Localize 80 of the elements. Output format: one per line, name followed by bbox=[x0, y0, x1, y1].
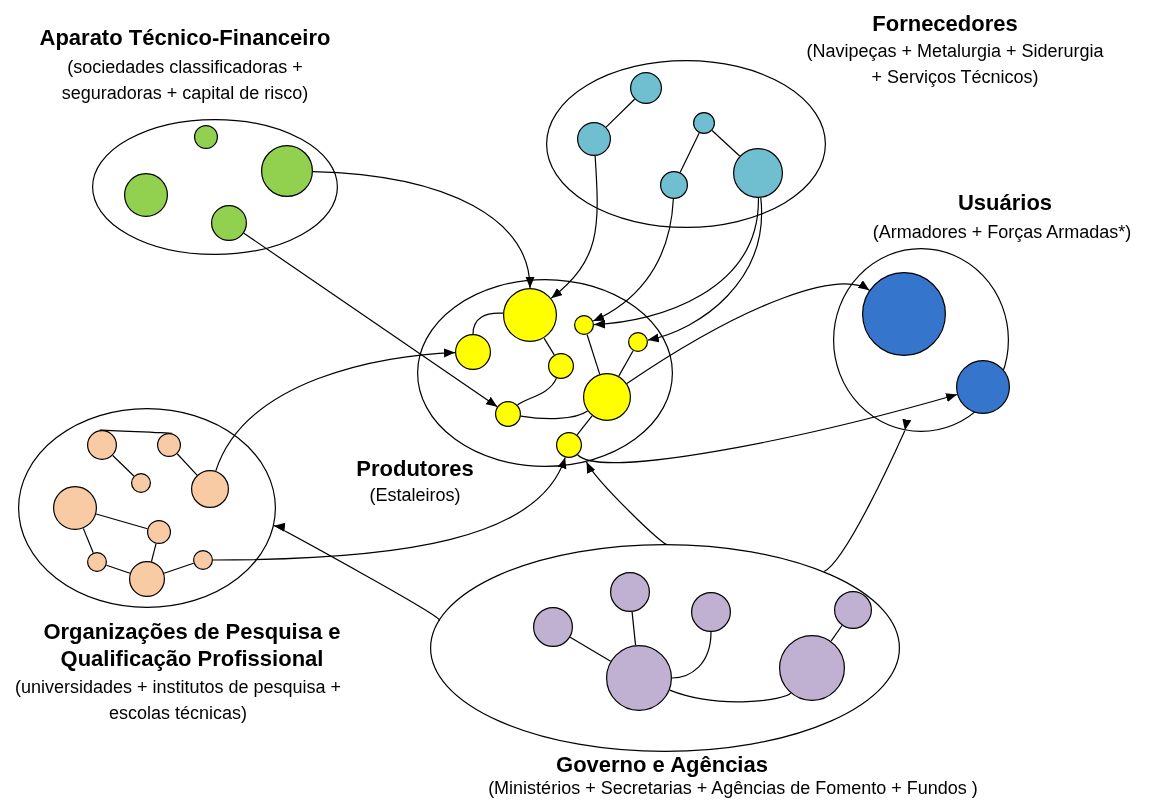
circle-node bbox=[606, 645, 672, 711]
circle-node bbox=[191, 470, 229, 508]
connector-line bbox=[631, 611, 637, 646]
arrow bbox=[626, 281, 870, 385]
group-heading: Produtores bbox=[355, 455, 475, 482]
group-description: (Ministérios + Secretarias + Agências de Fomento + Fundos ) bbox=[487, 777, 979, 799]
connector-line bbox=[472, 312, 504, 335]
circle-node bbox=[691, 592, 731, 632]
circle-node bbox=[610, 572, 650, 612]
connector-line bbox=[618, 350, 634, 377]
arrow bbox=[243, 232, 498, 408]
group-description: (Navipeças + Metalurgia + Siderurgia + Serviços Técnicos) bbox=[805, 40, 1105, 89]
circle-node bbox=[131, 473, 151, 493]
group-heading: Usuários bbox=[956, 189, 1054, 216]
arrow bbox=[647, 197, 763, 342]
circle-node bbox=[261, 145, 313, 197]
connector-line bbox=[82, 527, 94, 554]
circle-node bbox=[495, 401, 521, 427]
arrow bbox=[312, 171, 534, 289]
connector-line bbox=[830, 624, 843, 642]
arrow bbox=[212, 456, 566, 561]
circle-node bbox=[834, 591, 872, 629]
circle-node bbox=[503, 288, 557, 342]
circle-node bbox=[733, 148, 783, 198]
arrow bbox=[550, 155, 598, 299]
connector-line bbox=[605, 98, 636, 128]
circle-node bbox=[548, 353, 574, 379]
circle-node bbox=[194, 125, 218, 149]
circle-node bbox=[779, 635, 845, 701]
circle-node bbox=[583, 373, 631, 421]
connector-line bbox=[112, 454, 135, 477]
connector-line bbox=[671, 631, 712, 679]
connector-line bbox=[95, 513, 149, 530]
connector-line bbox=[150, 543, 157, 563]
connector-line bbox=[163, 562, 195, 574]
connector-line bbox=[576, 415, 593, 436]
group-heading: Governo e Agências bbox=[555, 751, 769, 778]
circle-node bbox=[147, 520, 171, 544]
circle-node bbox=[956, 360, 1010, 414]
arrow bbox=[585, 461, 668, 545]
circle-node bbox=[455, 334, 491, 370]
circle-node bbox=[129, 561, 165, 597]
group-description: (Estaleiros) bbox=[368, 484, 462, 507]
connector-line bbox=[569, 636, 612, 662]
connector-line bbox=[516, 377, 557, 406]
circle-node bbox=[533, 607, 573, 647]
circle-node bbox=[124, 173, 168, 217]
arrow bbox=[577, 393, 958, 463]
circle-node bbox=[574, 315, 594, 335]
group-description: (sociedades classificadoras + seguradoras + capital de risco) bbox=[60, 56, 310, 105]
arrow bbox=[592, 198, 674, 322]
connector-line bbox=[711, 129, 741, 157]
arrow bbox=[273, 525, 440, 621]
arrow bbox=[593, 197, 760, 329]
circle-node bbox=[193, 550, 213, 570]
connector-line bbox=[543, 337, 555, 356]
connector-line bbox=[520, 410, 589, 420]
circle-node bbox=[660, 171, 688, 199]
arrow bbox=[215, 348, 456, 472]
circle-node bbox=[87, 552, 107, 572]
group-heading: Organizações de Pesquisa e Qualificação Profissional bbox=[42, 618, 342, 672]
circle-node bbox=[157, 433, 181, 457]
group-description: (universidades + institutos de pesquisa + escolas técnicas) bbox=[13, 676, 343, 725]
circle-node bbox=[556, 432, 582, 458]
connector-line bbox=[669, 689, 792, 703]
group-heading: Aparato Técnico-Financeiro bbox=[38, 24, 332, 51]
circle-node bbox=[577, 122, 611, 156]
connector-line bbox=[176, 453, 198, 476]
circle-node bbox=[211, 205, 247, 241]
circle-node bbox=[630, 72, 662, 104]
connector-line bbox=[105, 564, 131, 574]
circle-node bbox=[628, 332, 648, 352]
group-description: (Armadores + Forças Armadas*) bbox=[871, 221, 1133, 244]
connector-line bbox=[586, 333, 601, 375]
circle-node bbox=[87, 430, 117, 460]
circle-node bbox=[53, 486, 97, 530]
connector-line bbox=[679, 132, 700, 173]
group-heading: Fornecedores bbox=[871, 10, 1019, 37]
circle-node bbox=[693, 112, 715, 134]
circle-node bbox=[862, 272, 946, 356]
